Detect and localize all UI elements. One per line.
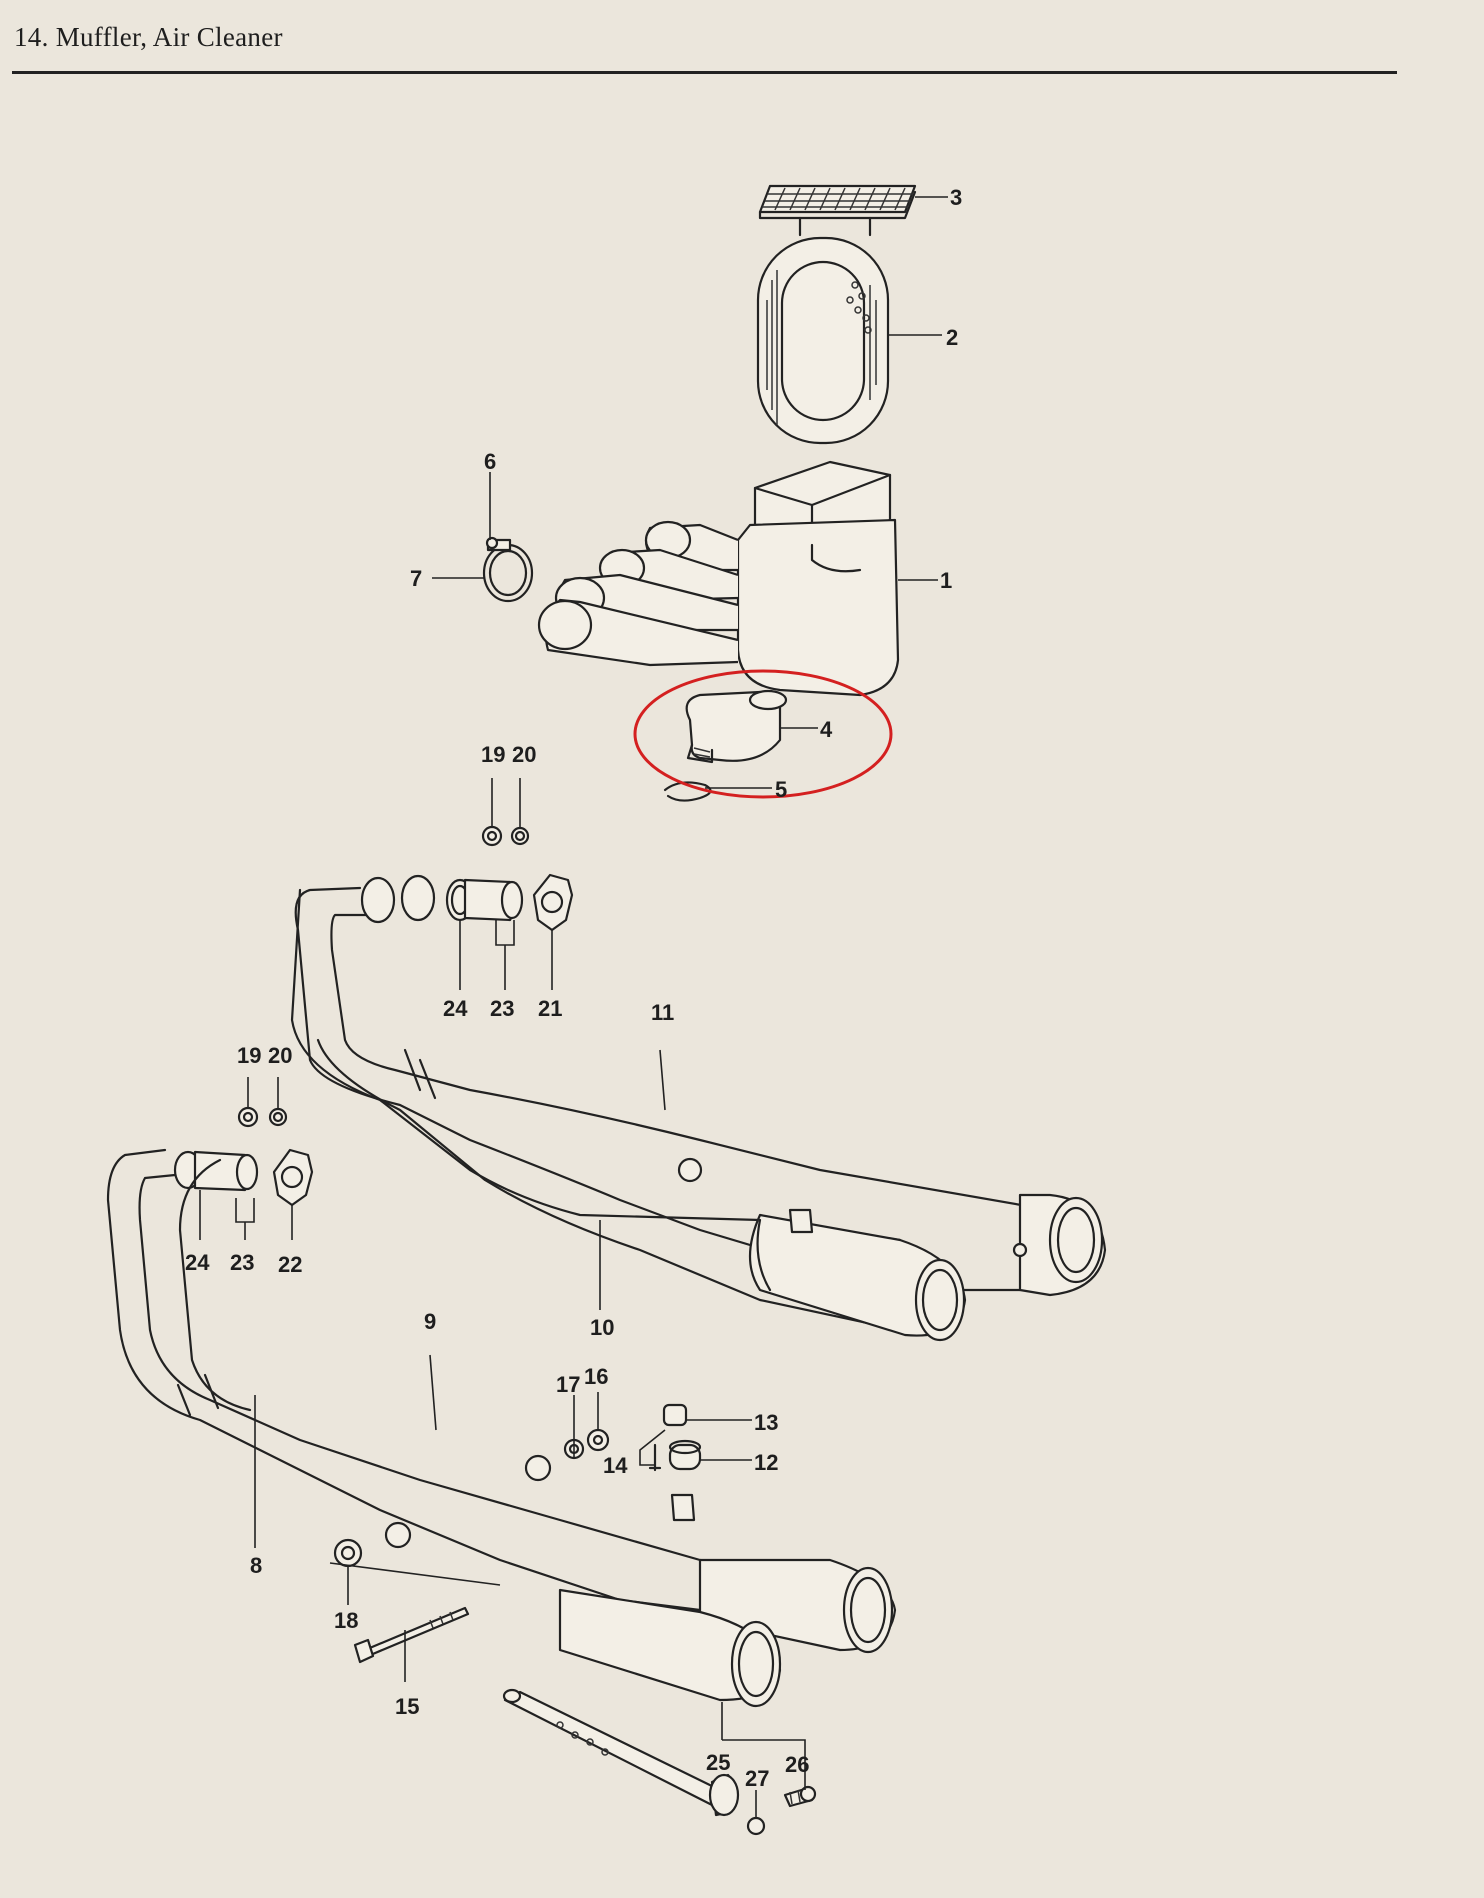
callout-5: 5: [775, 777, 787, 802]
callout-15: 15: [395, 1694, 419, 1719]
breather-hose: [685, 689, 788, 764]
callout-1: 1: [940, 568, 952, 593]
callout-21: 21: [538, 996, 562, 1021]
callout-25: 25: [706, 1750, 730, 1775]
exhaust-pipe-upper: [294, 874, 1107, 1297]
callout-10: 10: [590, 1315, 614, 1340]
callout-14: 14: [603, 1453, 628, 1478]
callout-7: 7: [410, 566, 422, 591]
callout-2: 2: [946, 325, 958, 350]
callout-3: 3: [950, 185, 962, 210]
callout-16: 16: [584, 1364, 608, 1389]
callout-24-lower: 24: [185, 1250, 210, 1275]
callout-8: 8: [250, 1553, 262, 1578]
page-title: 14. Muffler, Air Cleaner: [14, 22, 283, 52]
callout-23-upper: 23: [490, 996, 514, 1021]
callout-labels: 1 2 3 4 5 6 7 8 9 10 11 12 13 14 15 16 1…: [185, 185, 962, 1791]
callout-9: 9: [424, 1309, 436, 1334]
callout-27: 27: [745, 1766, 769, 1791]
callout-20-upper: 20: [512, 742, 536, 767]
callout-17: 17: [556, 1372, 580, 1397]
hose-clamp: [482, 536, 534, 603]
callout-12: 12: [754, 1450, 778, 1475]
header-rule: [12, 71, 1397, 74]
callout-13: 13: [754, 1410, 778, 1435]
exhaust-pipe-lower: [106, 1148, 897, 1708]
callout-6: 6: [484, 449, 496, 474]
callout-23-lower: 23: [230, 1250, 254, 1275]
callout-19-upper: 19: [481, 742, 505, 767]
callout-11: 11: [651, 1000, 674, 1025]
callout-18: 18: [334, 1608, 358, 1633]
mount-hardware: [333, 1403, 702, 1664]
callout-24-upper: 24: [443, 996, 468, 1021]
lower-flange-set: [173, 1106, 314, 1207]
callout-19-lower: 19: [237, 1043, 261, 1068]
callout-20-lower: 20: [268, 1043, 292, 1068]
callout-22: 22: [278, 1252, 302, 1277]
upper-flange-set: [445, 825, 574, 932]
silencer-baffle: [502, 1688, 817, 1836]
callout-26: 26: [785, 1752, 809, 1777]
callout-4: 4: [820, 717, 833, 742]
air-cleaner-box: [537, 460, 900, 697]
air-filter-grille: [758, 184, 917, 237]
highlight-circle: [633, 669, 893, 799]
exhaust-pipe-10: [290, 888, 967, 1342]
leader-lines: [199, 196, 948, 1818]
air-filter-element: [756, 236, 890, 445]
